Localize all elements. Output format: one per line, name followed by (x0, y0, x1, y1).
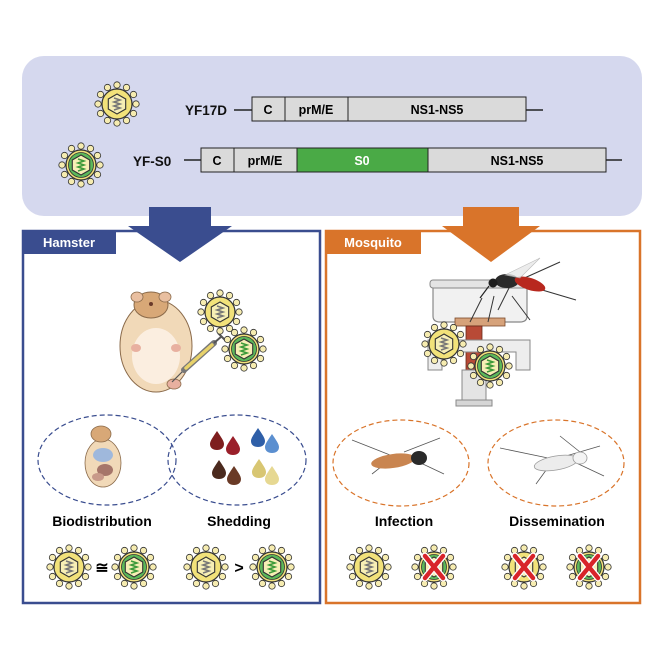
infection-oval (332, 419, 470, 507)
biodistribution-oval (37, 414, 177, 506)
hamster-tag-label: Hamster (43, 235, 95, 250)
hamster-icon (119, 291, 193, 393)
dissected-hamster-icon (84, 425, 122, 488)
syringe-icon (171, 332, 227, 383)
yfs0-seg-prme: prM/E (248, 154, 283, 168)
hamster-panel (21, 229, 322, 605)
biodistribution-label: Biodistribution (52, 513, 152, 529)
disseminated-mosquito-icon (499, 435, 605, 485)
yfs0-seg-s0: S0 (354, 154, 369, 168)
mosquito-tag (326, 231, 421, 254)
yf17d-seg-prme: prM/E (299, 103, 334, 117)
infection-label: Infection (375, 513, 433, 529)
mosquito-tag-label: Mosquito (344, 235, 402, 250)
biodistribution-relation: ≅ (95, 560, 108, 577)
yfs0-label: YF-S0 (133, 154, 171, 169)
yf17d-seg-ns1ns5: NS1-NS5 (411, 103, 464, 117)
mosquito-arrow (442, 207, 540, 262)
infected-mosquito-icon (351, 437, 445, 475)
dissemination-oval (487, 419, 625, 507)
yf17d-label: YF17D (185, 103, 227, 118)
constructs-panel (22, 56, 642, 216)
yfs0-seg-c: C (212, 154, 221, 168)
yfs0-seg-ns1ns5: NS1-NS5 (491, 154, 544, 168)
shedding-oval (167, 414, 307, 506)
shedding-label: Shedding (207, 513, 271, 529)
shedding-relation: > (234, 560, 243, 577)
dissemination-label: Dissemination (509, 513, 605, 529)
yf17d-seg-c: C (263, 103, 272, 117)
hamster-tag (23, 231, 116, 254)
mosquito-icon (469, 257, 577, 323)
hamster-arrow (128, 207, 232, 262)
